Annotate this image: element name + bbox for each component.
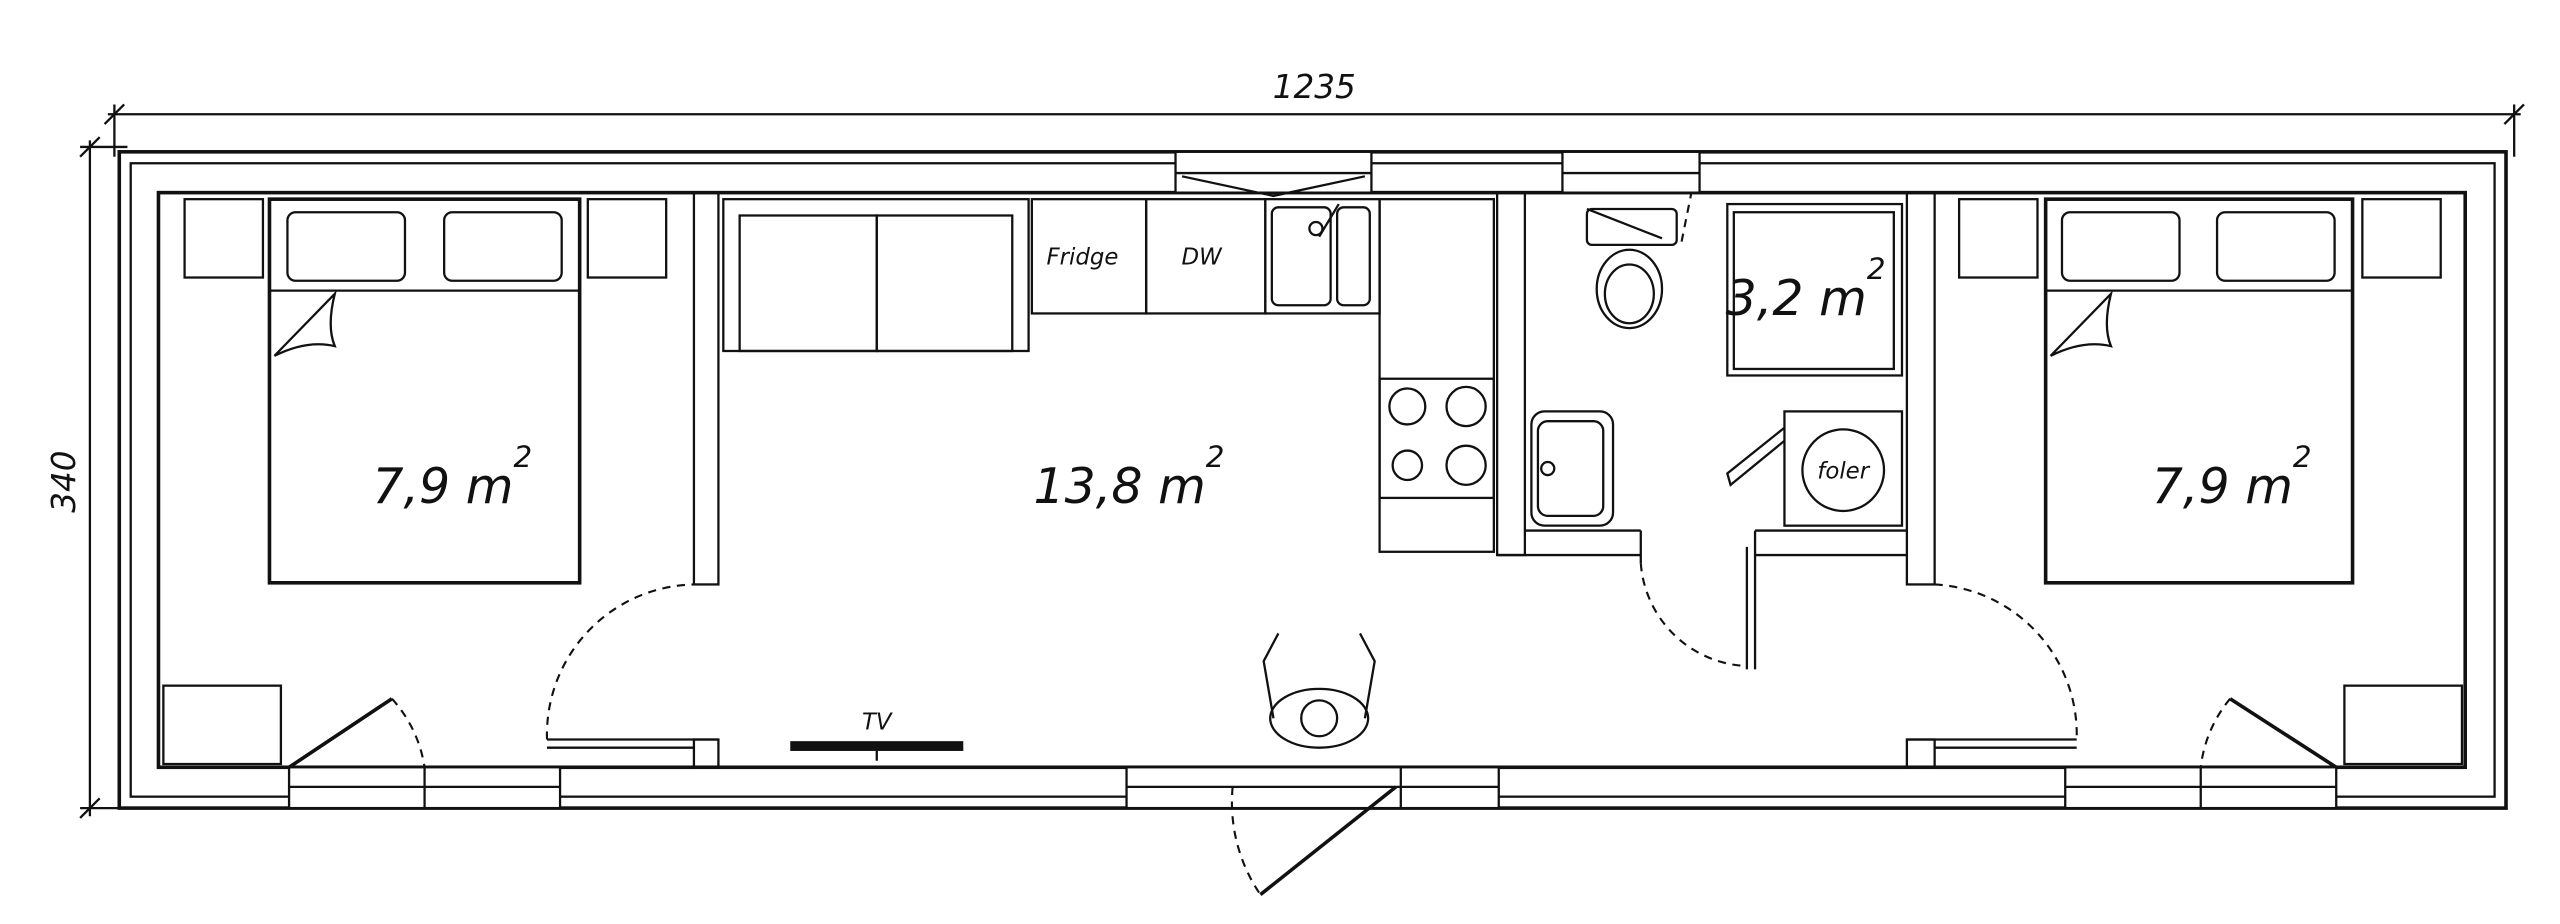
tv: TV [790, 710, 964, 761]
right-bed [2043, 197, 2355, 585]
entrance-door[interactable] [1230, 785, 1398, 897]
person-icon [1262, 632, 1376, 749]
kitchen-sink [1264, 198, 1381, 315]
cabinet [2343, 684, 2464, 766]
left-bed [267, 197, 582, 585]
washbasin [1530, 410, 1615, 527]
dishwasher: DW [1144, 198, 1267, 315]
cabinet [162, 684, 283, 766]
area-bathroom: 3,2 m2 [1726, 252, 1886, 327]
area-living: 13,8 m2 [1033, 440, 1224, 515]
door-left-bedroom[interactable] [288, 697, 426, 769]
bathroom-window-swing [1586, 192, 1693, 242]
door-bathroom[interactable] [1639, 563, 1747, 668]
door-right-bedroom[interactable] [2199, 697, 2338, 769]
svg-text:Fridge: Fridge [1046, 244, 1118, 270]
nightstand [1957, 198, 2039, 279]
kitchen-counter [1378, 198, 1496, 553]
shower [1726, 202, 1904, 377]
nightstand [586, 198, 668, 279]
area-left-bedroom: 7,9 m2 [372, 440, 532, 515]
width-label: 1235 [1273, 68, 1356, 106]
stove [1378, 377, 1496, 500]
door-living-left[interactable] [545, 583, 694, 740]
toilet [1585, 207, 1678, 330]
svg-text:TV: TV [862, 710, 893, 736]
width-dimension: 1235 [103, 68, 2525, 157]
interior-walls [547, 191, 2077, 769]
height-label: 340 [45, 450, 83, 512]
nightstand [2361, 198, 2442, 279]
door-right-bedroom-inner[interactable] [1934, 583, 2078, 740]
area-right-bedroom: 7,9 m2 [2152, 440, 2312, 515]
height-dimension: 340 [45, 136, 128, 819]
boiler: foler [1725, 410, 1904, 527]
svg-text:foler: foler [1817, 458, 1870, 484]
exterior-walls [117, 150, 2508, 810]
svg-text:DW: DW [1182, 244, 1224, 270]
nightstand [183, 198, 265, 279]
fridge: Fridge [1030, 198, 1148, 315]
sofa [722, 198, 1030, 353]
